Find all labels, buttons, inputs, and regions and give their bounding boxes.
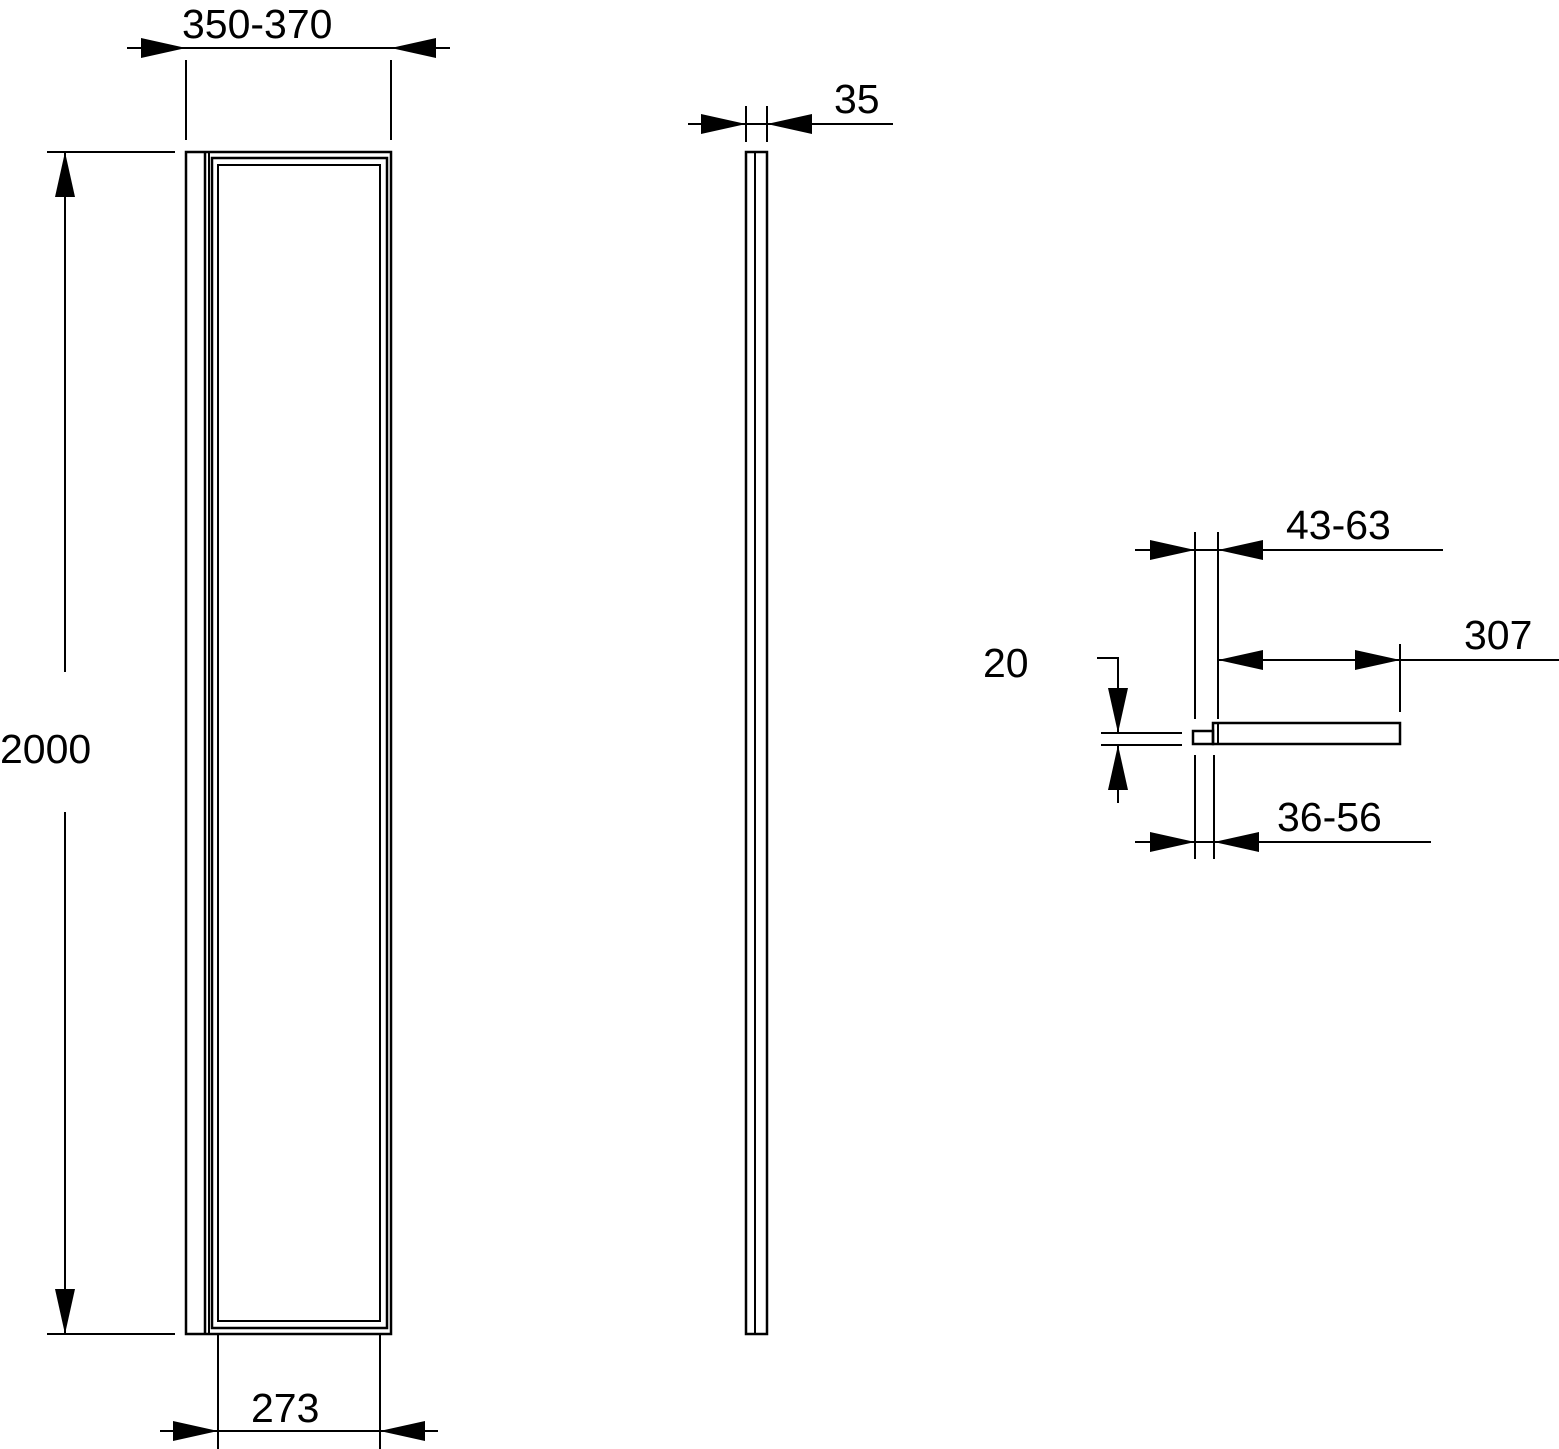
dim-detail-depth-top: 43-63 (1135, 502, 1443, 560)
dim-front-height-label: 2000 (0, 726, 91, 772)
arrowhead (141, 38, 186, 58)
arrowhead (391, 38, 436, 58)
dim-side-depth: 35 (688, 76, 893, 142)
arrowhead (767, 114, 812, 134)
arrowhead (173, 1421, 218, 1441)
arrowhead (701, 114, 746, 134)
dim-front-width: 350-370 (127, 1, 450, 140)
dim-detail-depth-bottom-label: 36-56 (1277, 794, 1382, 840)
side-view (744, 150, 769, 1336)
arrowhead (55, 152, 75, 197)
dim-detail-thickness: 20 (983, 640, 1128, 803)
dim-detail-length-label: 307 (1464, 612, 1532, 658)
dim-front-height: 2000 (0, 151, 175, 1335)
wall-edge (1191, 729, 1215, 746)
dim-detail-thickness-label: 20 (983, 640, 1029, 686)
arrowhead (1214, 832, 1259, 852)
dim-side-depth-label: 35 (834, 76, 880, 122)
dim-detail-depth-bottom: 36-56 (1135, 794, 1431, 852)
dim-detail-length: 307 (1218, 612, 1559, 712)
arrowhead (1108, 745, 1128, 790)
arrowhead (55, 1289, 75, 1334)
arrowhead (1150, 832, 1195, 852)
arrowhead (1218, 540, 1263, 560)
dim-front-inner-width-label: 273 (251, 1385, 319, 1431)
dim-detail-depth-top-label: 43-63 (1286, 502, 1391, 548)
section-detail (1101, 532, 1402, 859)
arrowhead (1150, 540, 1195, 560)
dim-front-inner-width: 273 (160, 1334, 438, 1449)
arrowhead (1218, 650, 1263, 670)
arrowhead (1108, 688, 1128, 733)
side-profile (744, 150, 769, 1336)
front-niche-inner (217, 164, 381, 1322)
dim-front-width-label: 350-370 (182, 1, 332, 47)
front-niche-frame (210, 156, 389, 1330)
arrowhead (380, 1421, 425, 1441)
front-outer-frame (184, 150, 393, 1336)
arrowhead (1355, 650, 1400, 670)
front-view (184, 150, 393, 1336)
shelf-profile (1211, 721, 1402, 746)
